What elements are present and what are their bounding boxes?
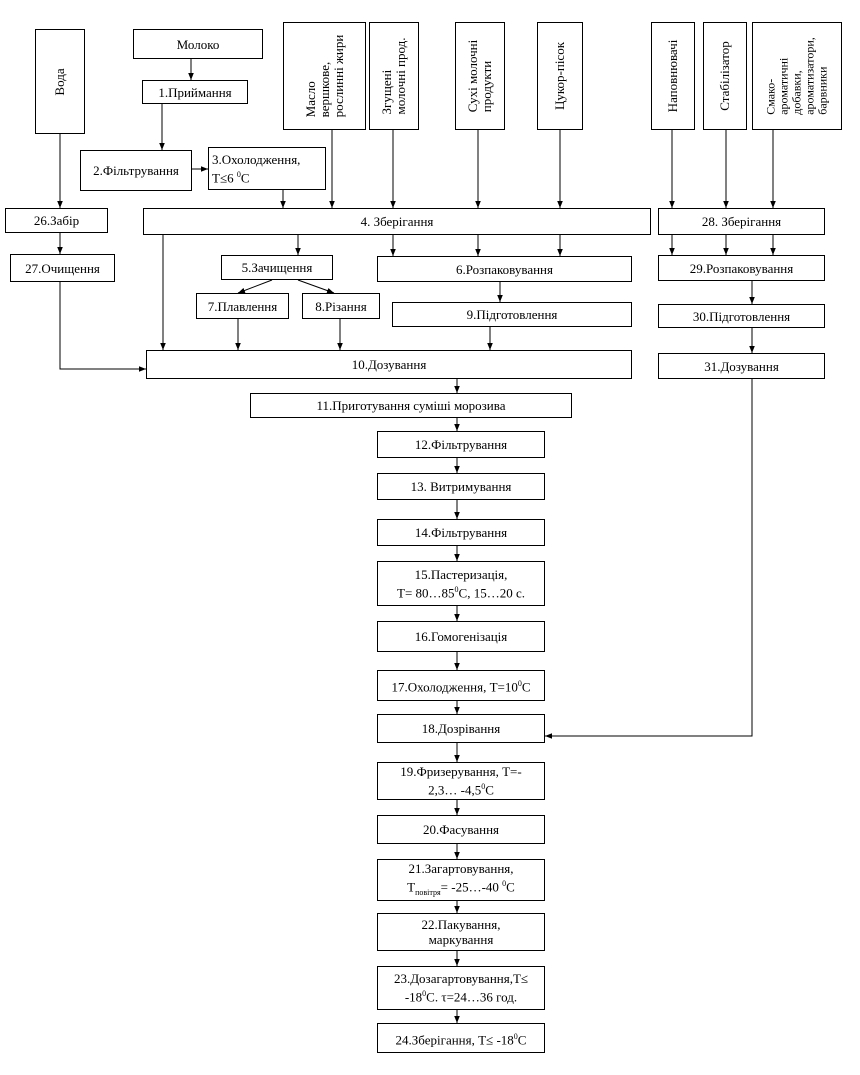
step-21-hardening: 21.Загартовування,Тповітря= -25…-40 0С: [377, 859, 545, 901]
step-16-homogenization: 16.Гомогенізація: [377, 621, 545, 652]
step-14-filtering: 14.Фільтрування: [377, 519, 545, 546]
step-24-storage: 24.Зберігання, Т≤ -180С: [377, 1023, 545, 1053]
step-18-ripening: 18.Дозрівання: [377, 714, 545, 743]
step-8-cutting: 8.Різання: [302, 293, 380, 319]
input-water: Вода: [35, 29, 85, 134]
step-12-filtering: 12.Фільтрування: [377, 431, 545, 458]
step-26-intake: 26.Забір: [5, 208, 108, 233]
input-stabilizer: Стабілізатор: [703, 22, 747, 130]
step-19-freezing: 19.Фризерування, Т=-2,3… -4,50С: [377, 762, 545, 800]
step-10-dosing: 10.Дозування: [146, 350, 632, 379]
step-27-cleaning: 27.Очищення: [10, 254, 115, 282]
step-28-storage: 28. Зберігання: [658, 208, 825, 235]
step-31-dosing: 31.Дозування: [658, 353, 825, 379]
step-9-preparation: 9.Підготовлення: [392, 302, 632, 327]
input-sugar: Цукор-пісок: [537, 22, 583, 130]
step-23-additional-hardening: 23.Дозагартовування,Т≤-180С. τ=24…36 год…: [377, 966, 545, 1010]
step-30-preparation: 30.Підготовлення: [658, 304, 825, 328]
step-4-storage: 4. Зберігання: [143, 208, 651, 235]
arrow-cleaning-cutting: [297, 279, 335, 294]
input-fillers: Наповнювачі: [651, 22, 695, 130]
step-3-cooling: 3.Охолодження,T≤6 0C: [208, 147, 326, 190]
step-7-melting: 7.Плавлення: [196, 293, 289, 319]
arrow-dosing31-ripening: [545, 379, 753, 739]
step-2-filtering: 2.Фільтрування: [80, 150, 192, 191]
step-22-packing: 22.Пакування,маркування: [377, 913, 545, 951]
step-1-receiving: 1.Приймання: [142, 80, 248, 104]
step-29-unpacking: 29.Розпаковування: [658, 255, 825, 281]
arrow-cleaning-melting: [237, 279, 273, 294]
step-5-cleaning: 5.Зачищення: [221, 255, 333, 280]
step-13-holding: 13. Витримування: [377, 473, 545, 500]
step-17-cooling: 17.Охолодження, Т=100С: [377, 670, 545, 701]
step-15-pasteurization: 15.Пастеризація,T= 80…850C, 15…20 с.: [377, 561, 545, 606]
arrow-watercleaning-dosing: [59, 282, 146, 372]
input-water-label: Вода: [52, 67, 67, 96]
input-fillers-label: Наповнювачі: [665, 39, 680, 113]
step-11-mix-preparation: 11.Приготування суміші морозива: [250, 393, 572, 418]
input-milk: Молоко: [133, 29, 263, 59]
step-20-filling: 20.Фасування: [377, 815, 545, 844]
input-sugar-label: Цукор-пісок: [552, 41, 567, 111]
step-6-unpacking: 6.Розпаковування: [377, 256, 632, 282]
input-stabilizer-label: Стабілізатор: [717, 41, 732, 111]
